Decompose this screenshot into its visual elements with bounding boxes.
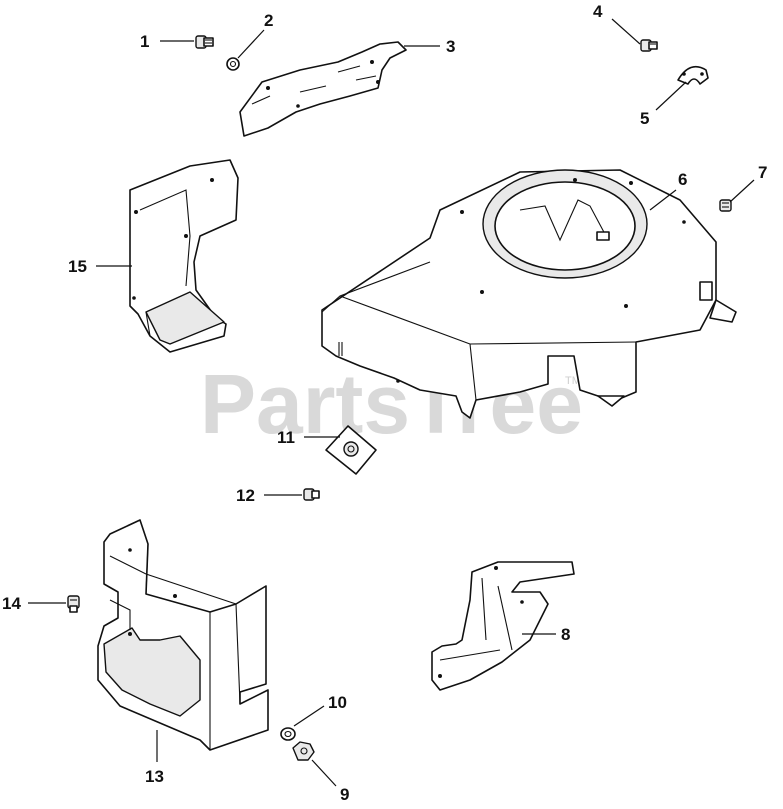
part-1-screw[interactable]	[195, 35, 214, 49]
callout-3: 3	[446, 37, 455, 56]
callout-10: 10	[328, 693, 347, 712]
part-4-screw[interactable]	[640, 39, 658, 52]
part-2-washer[interactable]	[226, 57, 240, 71]
part-3-bracket[interactable]	[239, 41, 407, 137]
part-5-clamp[interactable]	[677, 65, 709, 85]
part-6-blower-housing[interactable]	[321, 169, 737, 419]
callout-2: 2	[264, 11, 273, 30]
callout-11: 11	[277, 428, 295, 447]
leader-6	[649, 189, 677, 211]
callout-15: 15	[68, 257, 87, 276]
part-12-screw[interactable]	[303, 488, 320, 501]
callout-6: 6	[678, 170, 687, 189]
part-15-shield[interactable]	[129, 159, 239, 353]
callout-7: 7	[758, 163, 767, 182]
callout-9: 9	[340, 785, 349, 804]
leader-2	[237, 29, 265, 59]
watermark-trademark: TM	[565, 375, 581, 387]
callout-5: 5	[640, 109, 649, 128]
callout-14: 14	[2, 594, 21, 613]
part-10-washer[interactable]	[280, 727, 296, 741]
leader-5	[655, 81, 687, 111]
part-9-nut[interactable]	[292, 741, 315, 761]
callout-1: 1	[140, 32, 149, 51]
leader-4	[611, 18, 641, 45]
part-8-baffle[interactable]	[431, 561, 575, 691]
leader-10	[293, 705, 325, 727]
part-11-clip-nut[interactable]	[325, 425, 377, 475]
callout-13: 13	[145, 767, 164, 786]
leader-9	[311, 759, 337, 787]
callout-8: 8	[561, 625, 570, 644]
callout-4: 4	[593, 2, 603, 21]
part-7-screw[interactable]	[719, 199, 732, 212]
callout-12: 12	[236, 486, 255, 505]
part-14-screw[interactable]	[67, 595, 80, 613]
part-13-shroud[interactable]	[97, 519, 269, 751]
leader-7	[729, 179, 755, 203]
